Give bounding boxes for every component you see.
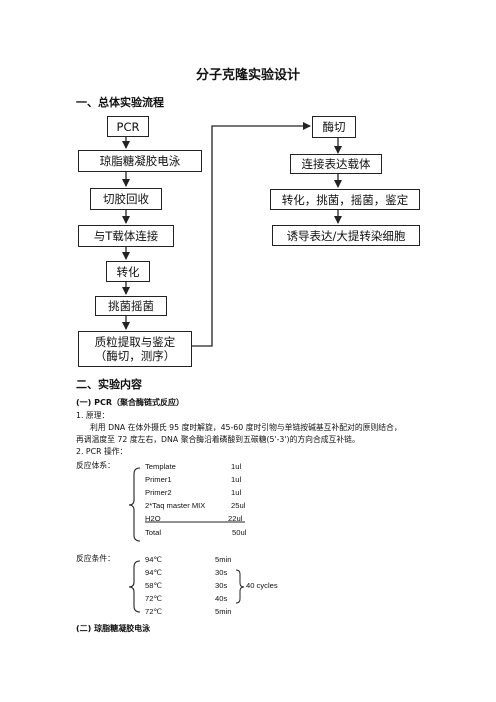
- flow-step-pick-shake: 挑菌摇菌: [95, 296, 167, 316]
- flow-step-plasmid-line1: 质粒提取与鉴定: [94, 335, 176, 349]
- conditions-label: 反应条件：: [76, 554, 115, 563]
- condition-time-4: 40s: [215, 594, 228, 603]
- condition-temp-3: 58℃: [145, 581, 162, 590]
- condition-temp-4: 72℃: [145, 594, 162, 603]
- subsection-pcr: (一) PCR（聚合酶链式反应）: [76, 398, 184, 407]
- flow-step-agarose: 琼脂糖凝胶电泳: [78, 150, 202, 172]
- reaction-amount-primer2: 1ul: [231, 488, 242, 497]
- flow-step-induce: 诱导表达/大提转染细胞: [272, 225, 420, 246]
- cycles-label: 40 cycles: [246, 581, 278, 590]
- section-heading-flow: 一、总体实验流程: [76, 96, 164, 109]
- reaction-row-total: Total: [145, 528, 162, 537]
- principle-line-1: 利用 DNA 在体外摄氏 95 度时解旋，45-60 度时引物与单链按碱基互补配…: [90, 423, 402, 432]
- reaction-amount-taq: 25ul: [231, 501, 246, 510]
- reaction-amount-h2o: 22ul: [228, 514, 243, 523]
- item-principle-label: 1. 原理：: [76, 411, 110, 420]
- reaction-row-template: Template: [145, 462, 176, 471]
- flow-step-gel-recovery: 切胶回收: [90, 188, 162, 210]
- flow-step-expression-vector: 连接表达载体: [290, 154, 382, 174]
- flow-step-plasmid: 质粒提取与鉴定 （酶切，测序）: [78, 331, 192, 367]
- subsection-agarose: (二) 琼脂糖凝胶电泳: [76, 624, 151, 633]
- condition-time-1: 5min: [215, 555, 232, 564]
- item-pcr-label: 2. PCR 操作：: [76, 447, 128, 456]
- condition-temp-1: 94℃: [145, 555, 162, 564]
- condition-time-3: 30s: [215, 581, 228, 590]
- reaction-amount-primer1: 1ul: [231, 475, 242, 484]
- reaction-row-taq: 2*Taq master MIX: [145, 501, 206, 510]
- flow-step-pcr: PCR: [107, 116, 149, 137]
- flow-step-transform: 转化: [106, 261, 150, 282]
- principle-line-2: 再调温度至 72 度左右，DNA 聚合酶沿着磷酸到五碳糖(5'-3')的方向合成…: [76, 435, 360, 444]
- reaction-row-h2o: H2O: [145, 514, 161, 523]
- reaction-amount-total: 50ul: [232, 528, 247, 537]
- condition-temp-5: 72℃: [145, 607, 162, 616]
- reaction-label: 反应体系：: [76, 461, 115, 470]
- condition-time-5: 5min: [215, 607, 232, 616]
- reaction-amount-template: 1ul: [231, 462, 242, 471]
- document-title: 分子克隆实验设计: [195, 68, 300, 83]
- flow-step-t-vector: 与T载体连接: [78, 225, 174, 247]
- flow-step-screen: 转化，挑菌，摇菌，鉴定: [270, 189, 420, 210]
- reaction-row-primer2: Primer2: [145, 488, 172, 497]
- reaction-row-primer1: Primer1: [145, 475, 172, 484]
- flow-step-plasmid-line2: （酶切，测序）: [94, 349, 176, 363]
- flow-step-digest: 酶切: [312, 116, 356, 138]
- condition-temp-2: 94℃: [145, 568, 162, 577]
- section-heading-content: 二、实验内容: [76, 378, 142, 391]
- condition-time-2: 30s: [215, 568, 228, 577]
